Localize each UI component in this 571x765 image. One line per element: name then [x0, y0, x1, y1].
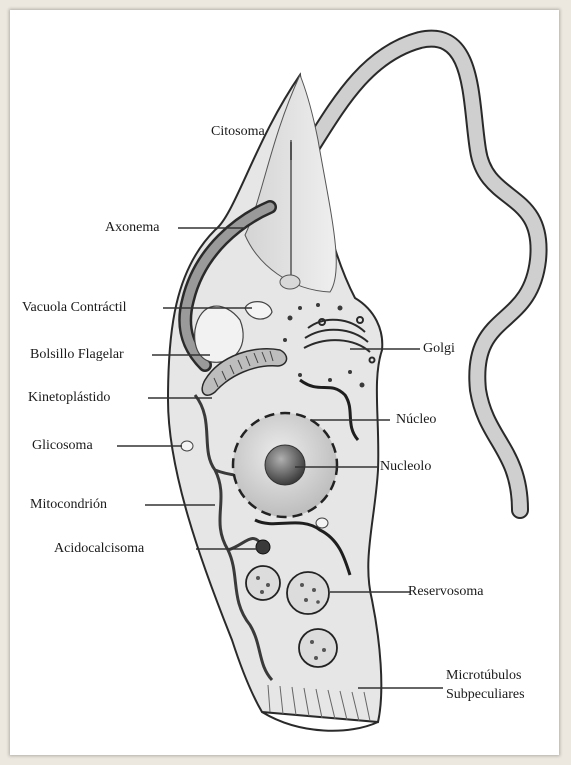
label-mitocondrion: Mitocondrión [30, 497, 107, 513]
label-bolsillo-flagelar: Bolsillo Flagelar [30, 347, 124, 363]
label-citosoma: Citosoma [211, 124, 265, 140]
label-glicosoma: Glicosoma [32, 438, 93, 454]
label-subpeculiares: Subpeculiares [446, 687, 525, 703]
label-reservosoma: Reservosoma [408, 584, 483, 600]
label-axonema: Axonema [105, 220, 159, 236]
label-kinetoplastido: Kinetoplástido [28, 390, 110, 406]
label-microtubulos: Microtúbulos [446, 668, 521, 684]
label-golgi: Golgi [423, 341, 455, 357]
label-nucleo: Núcleo [396, 412, 436, 428]
glicosoma [181, 441, 193, 451]
flagellar-pocket [195, 306, 243, 362]
label-nucleolo: Nucleolo [380, 459, 431, 475]
label-acidocalcisoma: Acidocalcisoma [54, 541, 144, 557]
label-vacuola-contractil: Vacuola Contráctil [22, 300, 127, 316]
acidocalcisoma [256, 540, 270, 554]
citosoma-vesicle [280, 275, 300, 289]
nucleolo [265, 445, 305, 485]
